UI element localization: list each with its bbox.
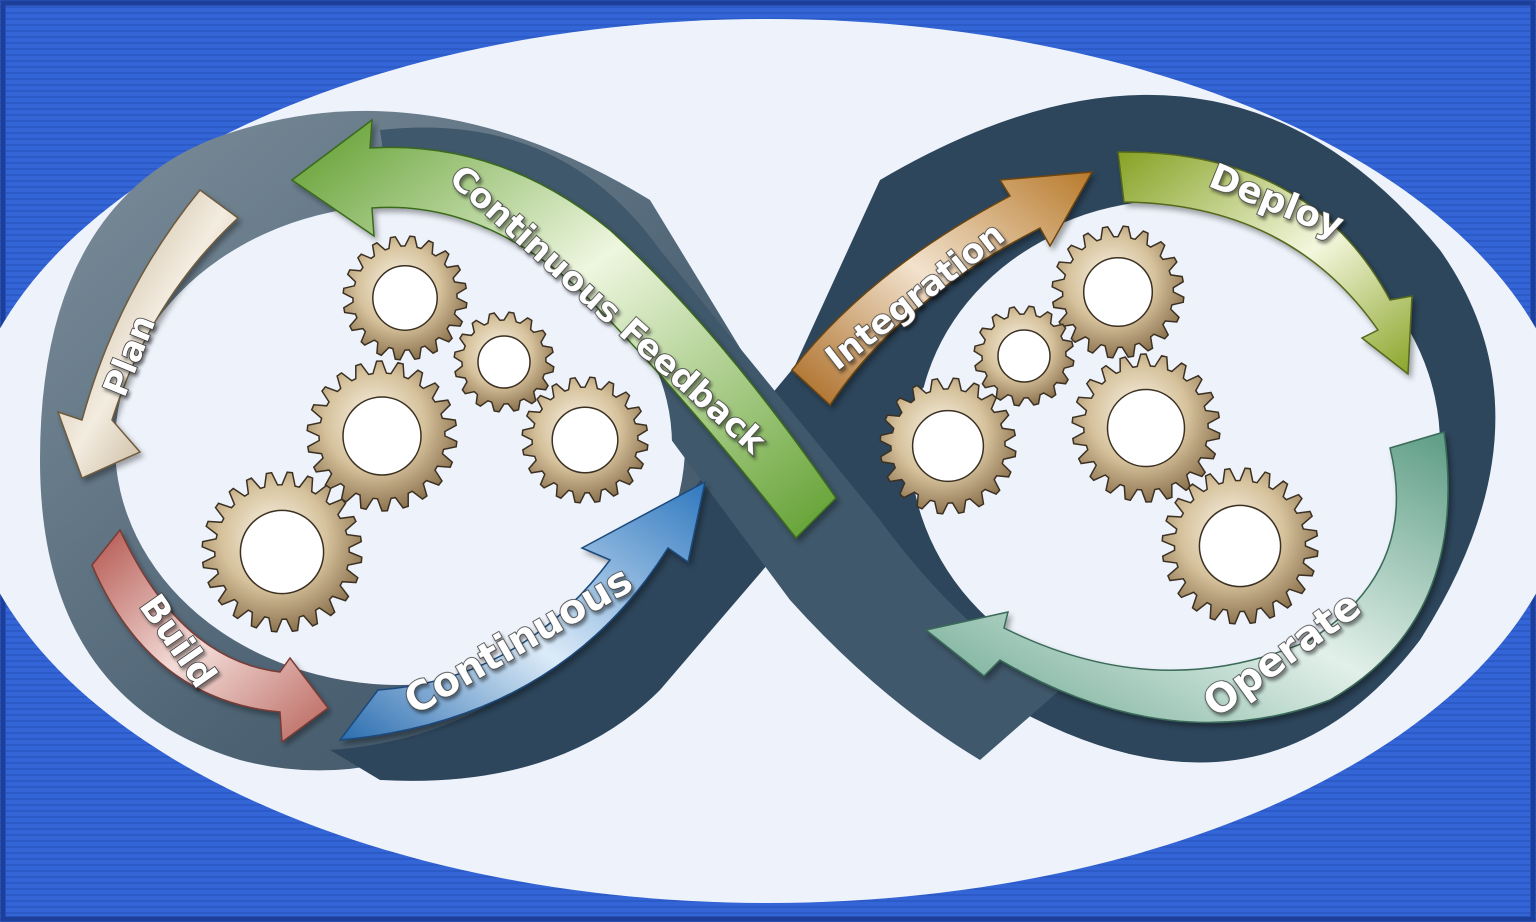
operate-arrow bbox=[924, 431, 1449, 724]
feedback-arrow bbox=[290, 118, 837, 540]
gears-group bbox=[201, 225, 1319, 633]
gear-hole bbox=[911, 409, 985, 483]
build-arrow bbox=[91, 528, 330, 744]
integration-arrow bbox=[790, 171, 1094, 407]
gear-hole bbox=[551, 406, 619, 474]
gear-hole bbox=[997, 329, 1051, 383]
continuous-arrow bbox=[338, 480, 707, 741]
gear-hole bbox=[477, 335, 531, 389]
gear-hole bbox=[239, 509, 325, 595]
plan-arrow bbox=[56, 188, 240, 480]
gear-hole bbox=[342, 396, 422, 476]
gear-hole bbox=[1082, 256, 1154, 328]
gear-hole bbox=[372, 265, 438, 331]
deploy-arrow bbox=[1117, 151, 1413, 376]
gear-hole bbox=[1198, 504, 1282, 588]
gear-hole bbox=[1106, 388, 1186, 468]
